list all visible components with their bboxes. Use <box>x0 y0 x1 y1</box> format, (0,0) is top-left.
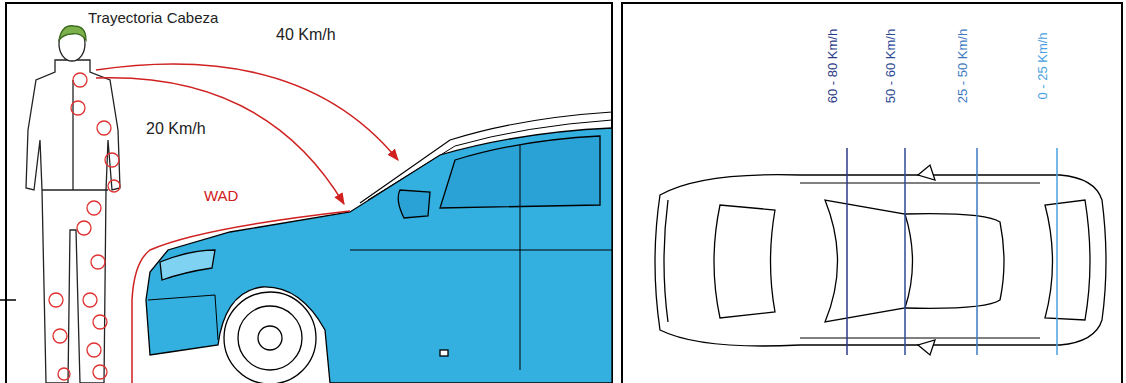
speed-zone-label: 25 - 50 Km/h <box>956 29 970 103</box>
speed-zone-label: 0 - 25 Km/h <box>1036 32 1050 99</box>
speed-zone-label: 60 - 80 Km/h <box>826 29 840 103</box>
pedestrian-figure <box>26 26 120 383</box>
wad-line <box>132 211 350 383</box>
car-side-view <box>146 112 612 383</box>
car-top-view <box>655 165 1106 355</box>
trajectory-title: Trayectoria Cabeza <box>88 10 218 27</box>
head-trajectory <box>96 64 398 204</box>
speed-label: 20 Km/h <box>146 120 206 138</box>
impact-point <box>49 73 120 380</box>
wad-label: WAD <box>204 188 238 205</box>
speed-zone-line <box>847 148 1057 355</box>
tick-mark <box>0 299 16 301</box>
speed-label: 40 Km/h <box>276 26 336 44</box>
speed-zone-label: 50 - 60 Km/h <box>884 29 898 103</box>
panel-frame <box>6 3 1122 383</box>
